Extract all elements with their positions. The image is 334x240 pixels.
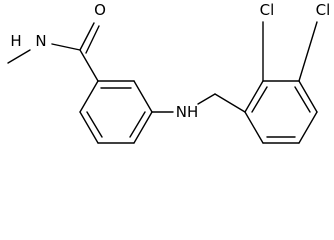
bond-carbonyl-oxygen [79,22,95,51]
amide-nitrogen-label: N [35,32,46,50]
bond-methylene-ring [214,93,246,113]
benzene-bond-5 [133,80,153,113]
phenyl-bond-6 [244,111,264,144]
phenyl-bond-3 [298,80,318,113]
chemical-structure: O H N NH Cl Cl [7,1,331,144]
bond-carbonyl-oxygen-double [85,25,100,54]
bond-n-carbonyl [51,43,81,51]
chlorine-3-label: Cl [316,1,331,19]
benzene-bond-2 [79,111,99,144]
benzene-bond-4 [133,111,153,144]
phenyl-inner-bond-2 [294,86,311,113]
bond-amine-methylene [197,93,216,105]
bond-methyl-n [7,49,31,64]
bond-carbonyl-ring [79,49,99,82]
chlorine-2-label: Cl [260,1,275,19]
bond-chlorine-3 [298,21,318,82]
amine-label: NH [176,103,199,121]
benzene-inner-bond-2 [86,111,103,138]
benzene-bond-1 [79,80,99,113]
phenyl-bond-4 [298,111,318,144]
oxygen-label: O [94,1,106,19]
benzene-inner-bond-3 [129,111,146,138]
phenyl-inner-bond-1 [251,86,268,113]
phenyl-bond-1 [244,80,264,113]
amide-hydrogen-label: H [10,32,21,50]
